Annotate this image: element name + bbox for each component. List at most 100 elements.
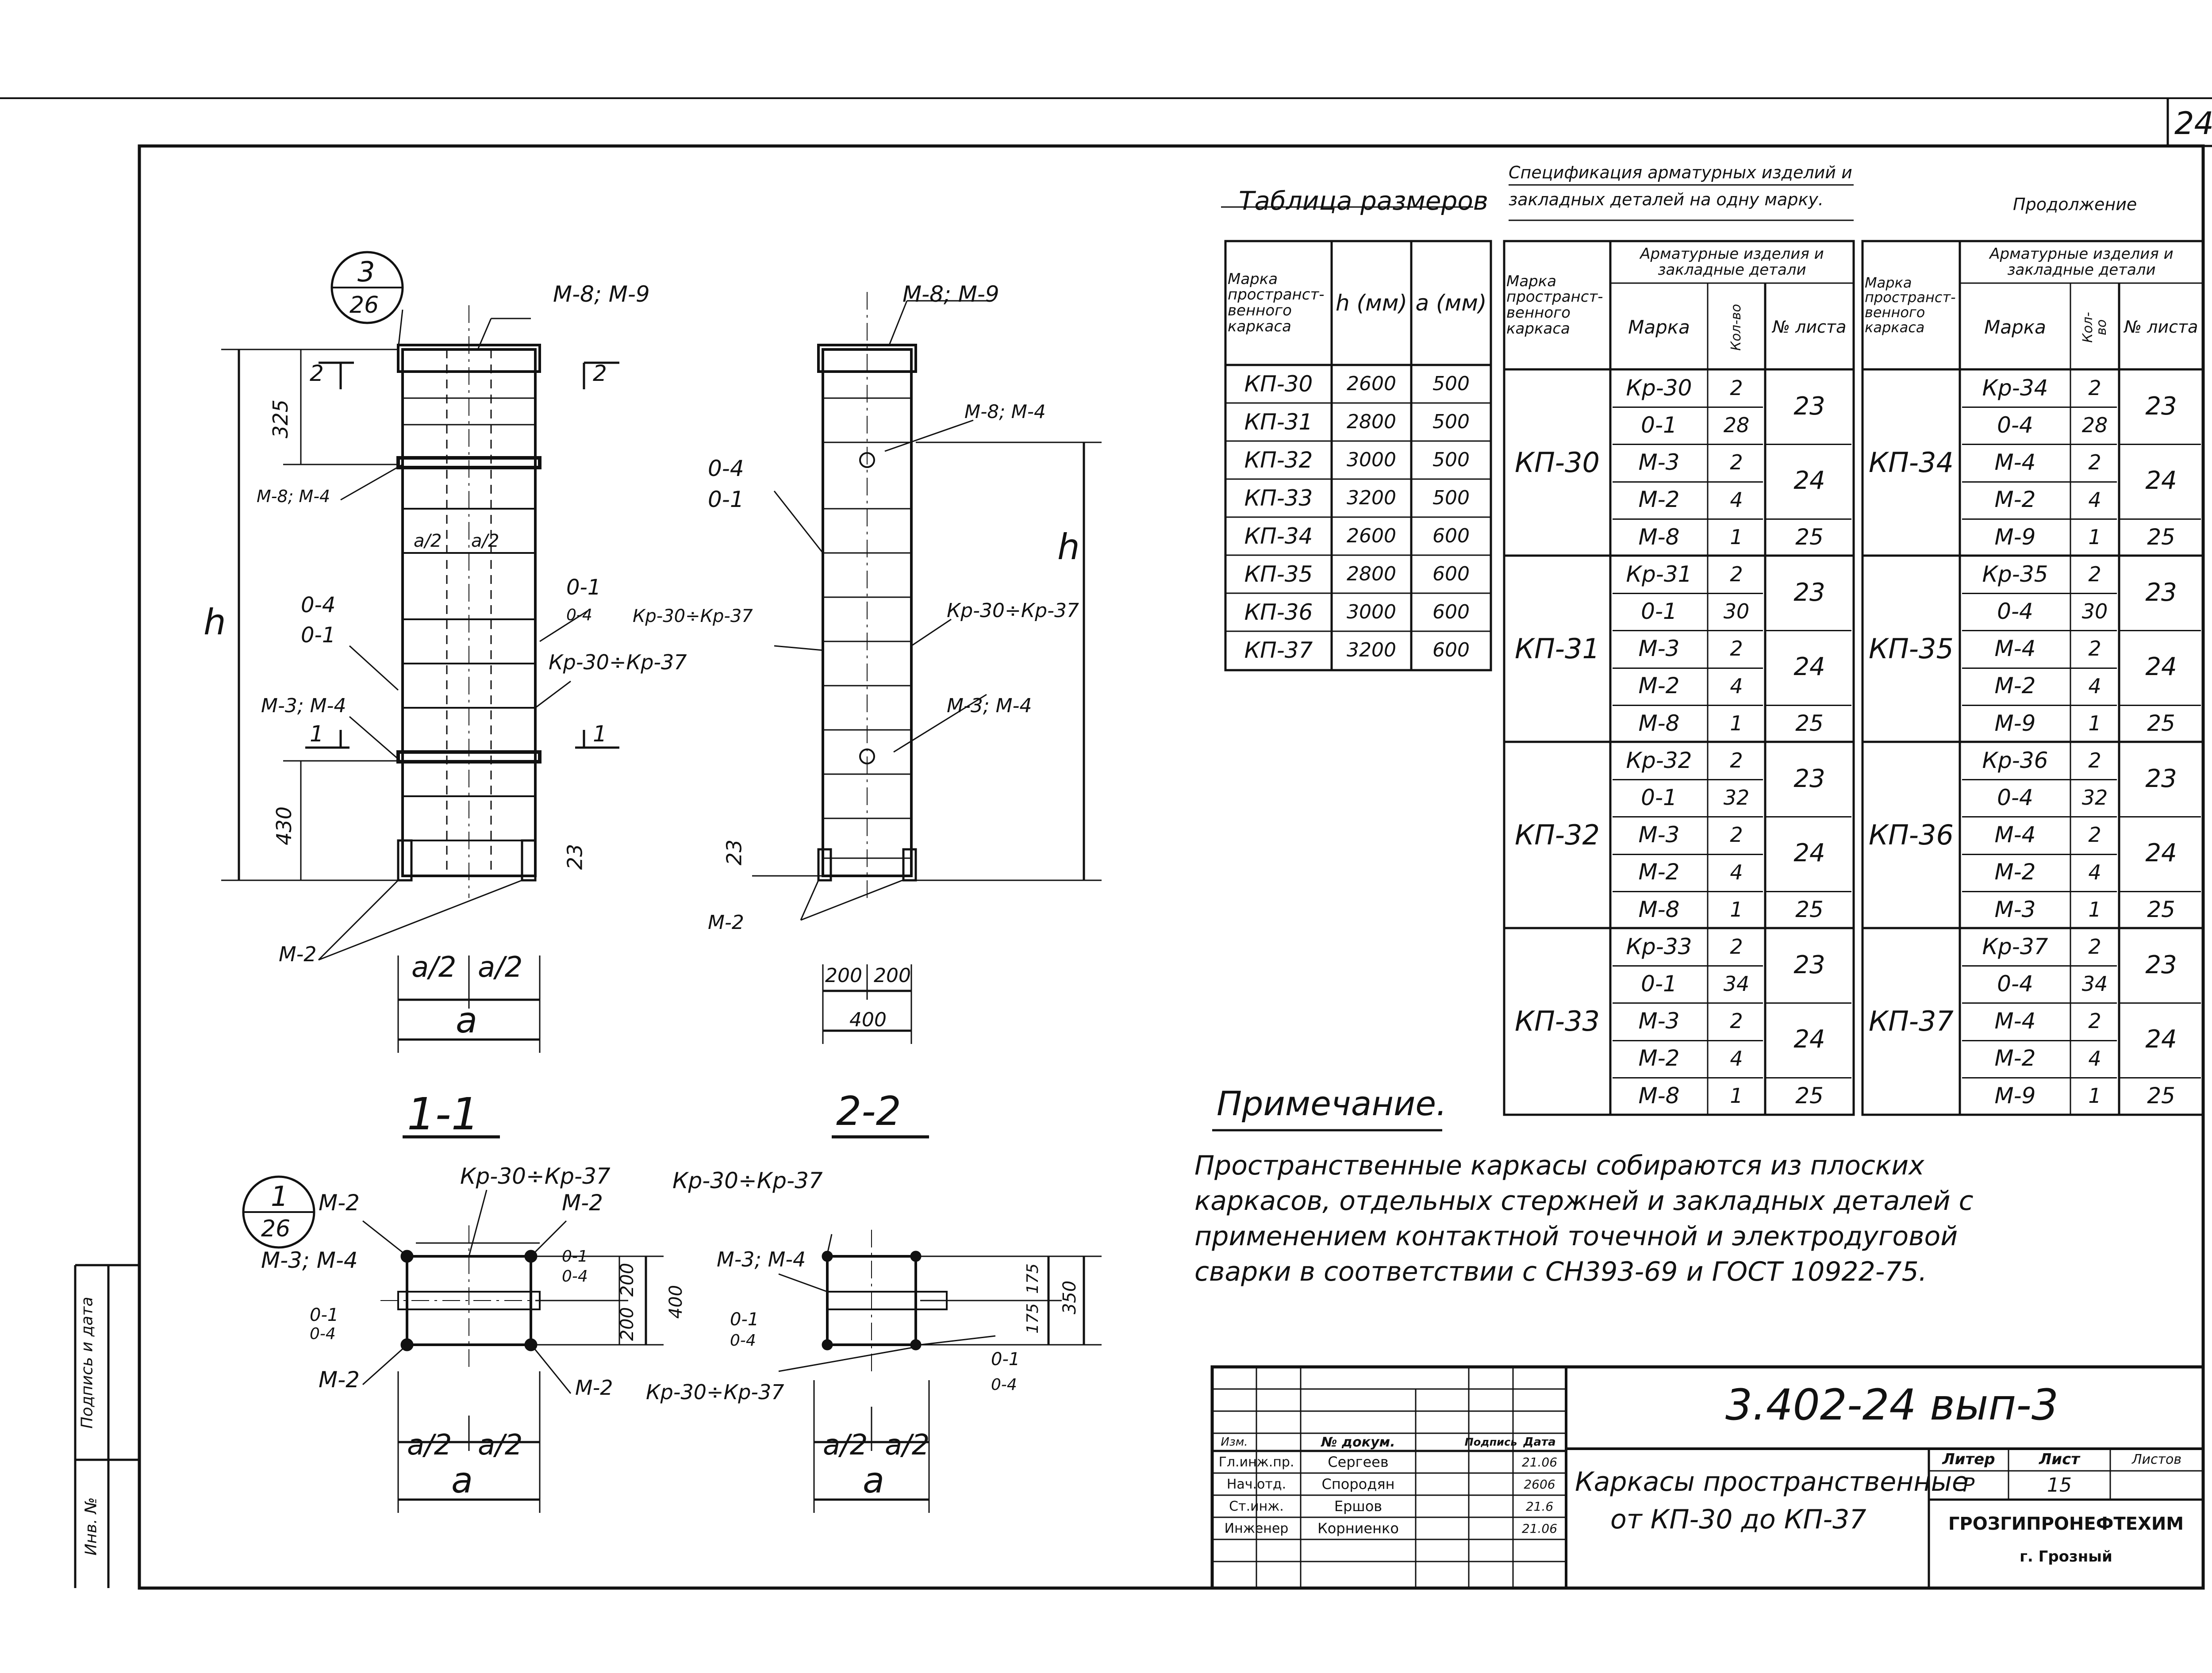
size-table-header-a: а (мм) xyxy=(1415,290,1487,316)
spec-item-qty: 2 xyxy=(2088,450,2101,475)
spec-sheet-divider xyxy=(2119,518,2201,520)
spec-item-qty: 1 xyxy=(2088,897,2101,921)
spec-row-divider xyxy=(1962,1040,2117,1041)
spec-item-qty: 32 xyxy=(1723,786,1750,810)
size-row-mark: КП-32 xyxy=(1244,447,1313,473)
callout-bottom-sheet: 26 xyxy=(261,1216,291,1242)
tb-person-date: 21.06 xyxy=(1521,1455,1558,1470)
section-2-title: 2-2 xyxy=(836,1088,901,1135)
label-m8m4-2: М-8; М-4 xyxy=(964,401,1046,422)
spec-sheet-no: 25 xyxy=(1795,1082,1824,1109)
spec-sheet-divider xyxy=(1765,890,1851,892)
tb-person-name: Ершов xyxy=(1334,1498,1382,1515)
spec-sheet-divider xyxy=(2119,630,2201,632)
spec-item-qty: 4 xyxy=(1730,860,1743,884)
spec-item-qty: 32 xyxy=(2081,786,2108,810)
label-o4-5: 0-4 xyxy=(562,1267,588,1285)
spec-item-qty: 4 xyxy=(2088,674,2101,698)
spec-sheet-no: 25 xyxy=(2147,1082,2175,1109)
label-o4-2: 0-4 xyxy=(566,606,592,624)
tb-person-name: Корниенко xyxy=(1317,1520,1399,1537)
spec-sheet-no: 25 xyxy=(1795,710,1824,736)
spec-group-mark: КП-36 xyxy=(1869,818,1954,851)
spec-item-mark: Кр-35 xyxy=(1982,561,2048,587)
spec-sheet-no: 25 xyxy=(1795,524,1824,550)
spec-sheet-no: 24 xyxy=(2145,466,2177,495)
spec-item-mark: М-2 xyxy=(1638,487,1680,513)
spec-row-divider xyxy=(1962,1077,2117,1078)
spec-row-divider xyxy=(1613,630,1763,632)
spec-item-mark: М-8 xyxy=(1638,710,1680,736)
spec-item-mark: 0-4 xyxy=(1997,971,2033,997)
spec-item-mark: Кр-34 xyxy=(1982,375,2048,401)
label-h-2: h xyxy=(1057,526,1080,568)
size-row-a: 500 xyxy=(1432,410,1470,433)
spec-row-divider xyxy=(1613,1002,1763,1004)
spec-row-divider xyxy=(1962,853,2117,855)
spec-sheet-no: 24 xyxy=(2145,652,2177,682)
tb-person-name: Спородян xyxy=(1321,1476,1395,1493)
spec-item-mark: М-2 xyxy=(1994,673,2036,699)
label-m8m9-2: М-8; М-9 xyxy=(902,281,999,307)
spec-item-qty: 2 xyxy=(2088,934,2101,959)
spec-sheet-divider xyxy=(2119,1002,2201,1004)
spec-item-qty: 2 xyxy=(2088,823,2101,847)
side-stamp-inv: Инв. № xyxy=(82,1497,100,1556)
label-23: 23 xyxy=(722,839,746,866)
spec-sheet-no: 23 xyxy=(2145,764,2177,793)
label-430: 430 xyxy=(272,806,296,845)
spec-sheet-no: 25 xyxy=(2147,710,2175,736)
note-line-1: Пространственные каркасы собираются из п… xyxy=(1194,1150,1924,1181)
spec-row-divider xyxy=(1613,1040,1763,1041)
spec-item-mark: 0-1 xyxy=(1641,599,1677,625)
label-m3m4-1: М-3; М-4 xyxy=(261,695,346,717)
spec-item-mark: М-4 xyxy=(1994,449,2036,476)
size-row-mark: КП-31 xyxy=(1244,409,1313,435)
label-400-2: 400 xyxy=(666,1285,687,1319)
label-o1-1: 0-1 xyxy=(301,623,336,648)
label-o1-5: 0-1 xyxy=(562,1247,588,1266)
spec-group-mark: КП-30 xyxy=(1515,446,1600,479)
spec-header-item-left: Марка xyxy=(1628,316,1690,338)
spec-item-qty: 2 xyxy=(1730,823,1743,847)
spec-row-divider xyxy=(1962,816,2117,818)
size-row-mark: КП-35 xyxy=(1244,561,1313,587)
size-table-title: Таблица размеров xyxy=(1239,186,1489,216)
spec-header-qty-left: Кол-во xyxy=(1728,304,1744,351)
spec-item-qty: 1 xyxy=(2088,1083,2101,1108)
spec-row-divider xyxy=(1962,779,2117,781)
spec-row-divider xyxy=(1613,965,1763,967)
spec-item-mark: М-3 xyxy=(1638,822,1680,848)
spec-row-divider xyxy=(1613,667,1763,669)
spec-item-qty: 4 xyxy=(2088,1046,2101,1071)
spec-row-divider xyxy=(1962,965,2117,967)
label-o4-3: 0-4 xyxy=(708,456,744,481)
size-row-mark: КП-30 xyxy=(1244,371,1313,397)
spec-header-group-left: Арматурные изделия и закладные детали xyxy=(1640,245,1824,279)
spec-header-group-right: Арматурные изделия и закладные детали xyxy=(1989,245,2174,279)
spec-item-mark: Кр-36 xyxy=(1982,747,2048,773)
label-22: 23 xyxy=(563,844,587,870)
spec-group-mark: КП-33 xyxy=(1515,1005,1600,1037)
label-o1-3: 0-1 xyxy=(708,487,744,512)
label-kp-4: Кр-30÷Кр-37 xyxy=(460,1163,611,1189)
spec-sheet-no: 25 xyxy=(1795,896,1824,922)
size-row-h: 3200 xyxy=(1347,486,1396,509)
spec-sheet-no: 23 xyxy=(2145,391,2177,421)
label-o1-6: 0-1 xyxy=(730,1309,759,1330)
label-m8m9-1: М-8; М-9 xyxy=(553,281,650,307)
spec-header-sheet-left: № листа xyxy=(1772,317,1847,337)
label-m2-1: М-2 xyxy=(279,942,317,966)
note-line-2: каркасов, отдельных стержней и закладных… xyxy=(1194,1186,1974,1216)
label-a-3: а xyxy=(863,1460,885,1501)
spec-item-qty: 2 xyxy=(1730,450,1743,475)
spec-item-mark: 0-4 xyxy=(1997,412,2033,438)
tb-col-header: Подпись xyxy=(1464,1436,1517,1449)
callout-top-sheet: 26 xyxy=(349,292,379,318)
size-row-mark: КП-34 xyxy=(1244,523,1313,549)
callout-bottom-num: 1 xyxy=(271,1180,288,1213)
spec-item-qty: 2 xyxy=(1730,934,1743,959)
sheet-number: 24 xyxy=(2174,105,2212,142)
drawing-code: 3.402-24 вып-3 xyxy=(1725,1380,2058,1430)
spec-item-qty: 2 xyxy=(2088,1009,2101,1033)
